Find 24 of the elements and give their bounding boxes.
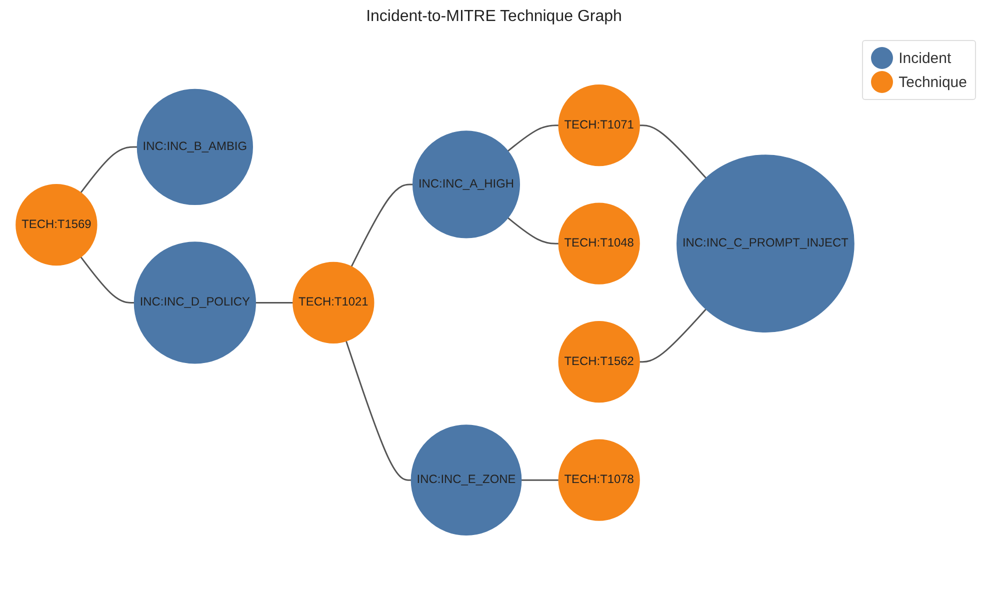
graph-node: INC:INC_D_POLICY [134,242,256,364]
graph-node: TECH:T1569 [16,184,98,266]
legend-label: Technique [898,74,967,90]
graph-node: TECH:T1071 [558,84,640,166]
edge-line [507,217,559,244]
graph-node: INC:INC_A_HIGH [412,130,520,238]
edge-line [346,340,412,481]
edge-line [640,308,707,363]
graph-node: INC:INC_E_ZONE [410,424,522,536]
graph-node: TECH:T1078 [558,439,640,521]
chart-title: Incident-to-MITRE Technique Graph [365,8,623,26]
edge-line [521,479,559,481]
edge-line [80,146,138,194]
graph-node: TECH:T1021 [292,262,374,344]
graph-node: TECH:T1562 [558,321,640,403]
edge-line [80,256,134,304]
legend-label: Incident [898,50,952,66]
edge-line [350,184,413,267]
graph-node: TECH:T1048 [558,202,640,284]
edge-line [640,124,707,178]
edge-line [507,124,559,152]
graph-node: INC:INC_B_AMBIG [136,88,253,206]
graph-node: INC:INC_C_PROMPT_INJECT [676,154,854,333]
edge-line [256,302,293,304]
